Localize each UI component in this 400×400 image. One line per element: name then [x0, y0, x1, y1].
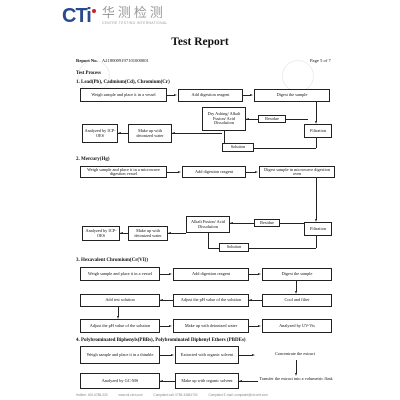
- s1-filtration-box: Filtration: [304, 124, 332, 138]
- footer: Hotline: 400-6788-333 www.cti-cert.com C…: [76, 393, 278, 397]
- s1-residue-box: Residue: [258, 115, 286, 123]
- s3-adjust2-box: Adjust the pH value of the solution: [80, 319, 160, 333]
- arrow-icon: [314, 219, 317, 222]
- arrow-icon: [258, 272, 261, 275]
- arrow-icon: [258, 324, 261, 327]
- arrow-icon: [172, 131, 175, 134]
- watermark-icon-right: [282, 60, 314, 92]
- company-name-cn: 华测检测: [101, 6, 166, 21]
- s1-dry-ashing-box: Dry Ashing/ Alkali Fusion/ Acid Dissolut…: [202, 107, 246, 131]
- section-3-title: 3. Hexavalent Chromium(Cr(VI)): [76, 258, 148, 263]
- s1-solution-box: Solution: [222, 143, 254, 152]
- s2-makeup-box: Make up with deionized water: [128, 226, 168, 241]
- s3-add-box: Add digestion reagent: [173, 268, 249, 281]
- logo-dot: [91, 9, 96, 13]
- arrow-icon: [174, 93, 177, 96]
- s4-makeup-box: Make up with organic solvent: [175, 373, 239, 389]
- arrow-icon: [169, 324, 172, 327]
- s3-adjust1-box: Adjust the pH value of the solution: [173, 294, 249, 307]
- s3-weigh-box: Weigh sample and place it in a vessel: [80, 267, 160, 281]
- s4-analyzed-box: Analyzed by GC-MS: [80, 373, 160, 389]
- footer-complaint-call: Complaint call: 0755-33681700: [153, 393, 198, 397]
- section-4-title: 4. Polybrominated Biphenyls(PBBs), Polyb…: [76, 338, 246, 343]
- arrow-icon: [160, 298, 163, 301]
- s2-add-box: Add digestion reagent: [182, 166, 246, 178]
- arrow-icon: [118, 131, 121, 134]
- s3-analyzed-box: Analyzed by UV-Vis: [262, 319, 332, 333]
- company-logo: CTi 华测检测 CENTRE TESTING INTERNATIONAL: [62, 5, 168, 27]
- footer-complaint-email: Complaint E-mail: complaint@cti-cert.com: [208, 393, 268, 397]
- report-title: Test Report: [171, 36, 229, 48]
- footer-web: www.cti-cert.com: [118, 393, 143, 397]
- s4-weigh-box: Weigh sample and place it in a thimble: [80, 346, 160, 364]
- s4-extracted-box: Extracted with organic solvent: [175, 346, 239, 364]
- footer-hotline: Hotline: 400-6788-333: [76, 393, 108, 397]
- arrow-icon: [116, 316, 119, 319]
- s4-concentrate-text: Concentrate the extract: [275, 351, 315, 356]
- s3-cool-box: Cool and filter: [262, 294, 332, 307]
- page-number: Page 5 of 7: [310, 58, 331, 63]
- arrow-icon: [168, 231, 171, 234]
- s3-add-test-box: Add test solution: [80, 294, 160, 307]
- arrow-icon: [169, 272, 172, 275]
- s2-solution-box: Solution: [219, 243, 249, 252]
- report-number-label: Report No.: [76, 58, 98, 63]
- s3-digest-box: Digest the sample: [262, 268, 332, 281]
- s2-digest-box: Digest sample in microwave digestion ove…: [259, 166, 335, 178]
- s2-filtration-box: Filtration: [304, 222, 332, 236]
- arrow-icon: [178, 170, 181, 173]
- s3-makeup-box: Make up with deionized water: [173, 319, 249, 333]
- company-name-en: CENTRE TESTING INTERNATIONAL: [101, 21, 168, 25]
- logo-text: CTi: [62, 4, 92, 27]
- arrow-icon: [120, 231, 123, 234]
- report-number: A2180009197101000001: [101, 58, 149, 63]
- s2-analyzed-box: Analyzed by ICP-OES: [82, 226, 120, 241]
- arrow-icon: [230, 221, 233, 224]
- arrow-icon: [239, 379, 242, 382]
- s1-digest-box: Digest the sample: [254, 89, 330, 102]
- s2-fusion-box: Alkali Fusion/ Acid Dissolution: [186, 216, 230, 233]
- s1-analyzed-box: Analyzed by ICP-OES: [82, 124, 118, 143]
- s2-residue-box: Residue: [254, 219, 280, 227]
- arrow-icon: [294, 291, 297, 294]
- s2-weigh-box: Weigh sample and place it in a microwave…: [80, 166, 167, 178]
- arrow-icon: [314, 121, 317, 124]
- arrow-icon: [255, 170, 258, 173]
- s4-transfer-text: Transfer the extract into a volumetric f…: [259, 376, 333, 381]
- arrow-icon: [171, 353, 174, 356]
- section-2-title: 2. Mercury(Hg): [76, 157, 110, 162]
- test-process-heading: Test Process: [76, 71, 101, 76]
- arrow-icon: [246, 117, 249, 120]
- report-number-row: Report No. A2180009197101000001: [76, 58, 149, 63]
- arrow-icon: [250, 93, 253, 96]
- arrow-icon: [294, 373, 297, 376]
- s1-weigh-box: Weigh sample and place it in a vessel: [80, 88, 167, 102]
- arrow-icon: [252, 353, 255, 356]
- s1-add-box: Add digestion reagent: [178, 89, 243, 102]
- arrow-icon: [249, 298, 252, 301]
- s1-makeup-box: Make up with deionized water: [128, 124, 172, 143]
- section-1-title: 1. Lead(Pb), Cadmium(Cd), Chromium(Cr): [76, 80, 170, 85]
- arrow-icon: [160, 379, 163, 382]
